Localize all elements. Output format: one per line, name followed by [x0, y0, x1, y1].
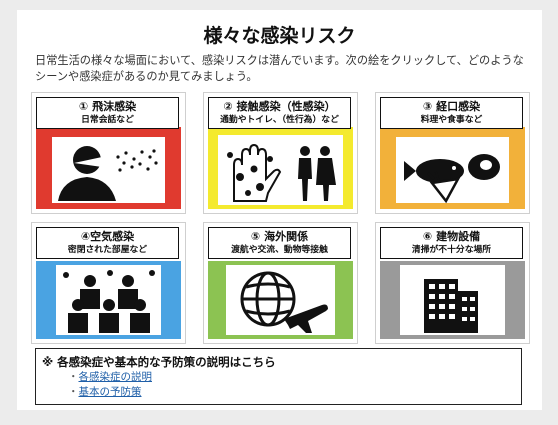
card-label: ⑤ 海外関係 渡航や交流、動物等接触	[208, 227, 351, 259]
card-title: ④空気感染	[80, 230, 135, 243]
link-disease-explanations[interactable]: 各感染症の説明	[78, 371, 153, 383]
info-links: 各感染症の説明 基本の予防策	[68, 370, 153, 400]
info-heading: ※ 各感染症や基本的な予防策の説明はこちら	[42, 355, 276, 369]
globe-plane-icon	[204, 223, 357, 343]
hand-germs-icon	[204, 93, 357, 213]
info-box: ※ 各感染症や基本的な予防策の説明はこちら 各感染症の説明 基本の予防策	[35, 348, 522, 405]
page: 様々な感染リスク 日常生活の様々な場面において、感染リスクは潜んでいます。次の絵…	[17, 10, 542, 410]
card-overseas-related[interactable]: ⑤ 海外関係 渡航や交流、動物等接触	[203, 222, 358, 344]
card-label: ③ 経口感染 料理や食事など	[380, 97, 523, 129]
building-icon	[376, 223, 529, 343]
card-subtitle: 料理や食事など	[420, 115, 483, 125]
card-title: ⑤ 海外関係	[250, 230, 309, 243]
card-title: ③ 経口感染	[422, 100, 481, 113]
card-title: ② 接触感染（性感染）	[223, 100, 336, 113]
intro-text: 日常生活の様々な場面において、感染リスクは潜んでいます。次の絵をクリックして、ど…	[35, 54, 524, 83]
card-label: ④空気感染 密閉された部屋など	[36, 227, 179, 259]
card-subtitle: 通勤やトイレ、（性行為）など	[220, 115, 339, 125]
card-droplet-infection[interactable]: ① 飛沫感染 日常会話など	[31, 92, 186, 214]
link-basic-prevention[interactable]: 基本の予防策	[78, 386, 142, 398]
food-icon	[376, 93, 529, 213]
card-title: ① 飛沫感染	[78, 100, 137, 113]
card-oral-infection[interactable]: ③ 経口感染 料理や食事など	[375, 92, 530, 214]
list-item: 基本の予防策	[68, 385, 152, 400]
card-title: ⑥ 建物設備	[422, 230, 481, 243]
card-subtitle: 密閉された部屋など	[67, 245, 148, 255]
card-subtitle: 清掃が不十分な場所	[411, 245, 492, 255]
card-label: ① 飛沫感染 日常会話など	[36, 97, 179, 129]
card-label: ② 接触感染（性感染） 通勤やトイレ、（性行為）など	[208, 97, 351, 129]
cough-icon	[32, 93, 185, 213]
card-subtitle: 日常会話など	[81, 115, 134, 125]
card-label: ⑥ 建物設備 清掃が不十分な場所	[380, 227, 523, 259]
list-item: 各感染症の説明	[68, 370, 153, 385]
crowd-icon	[32, 223, 185, 343]
card-contact-infection[interactable]: ② 接触感染（性感染） 通勤やトイレ、（性行為）など	[203, 92, 358, 214]
card-building-facilities[interactable]: ⑥ 建物設備 清掃が不十分な場所	[375, 222, 530, 344]
card-airborne-infection[interactable]: ④空気感染 密閉された部屋など	[31, 222, 186, 344]
card-subtitle: 渡航や交流、動物等接触	[231, 245, 328, 255]
page-title: 様々な感染リスク	[203, 25, 356, 47]
